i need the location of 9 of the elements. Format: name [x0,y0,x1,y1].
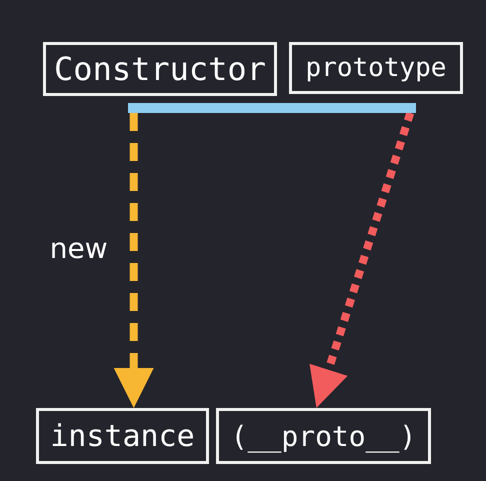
bar [128,103,416,113]
code-term-box [289,42,463,94]
code-term-box [36,408,209,464]
code-term: instance [50,418,195,454]
code-term-box [216,408,431,464]
code-term: (__proto__) [230,420,416,452]
code-term-box [43,42,277,96]
code-term: prototype [306,53,446,83]
code-term: Constructor [54,50,266,88]
